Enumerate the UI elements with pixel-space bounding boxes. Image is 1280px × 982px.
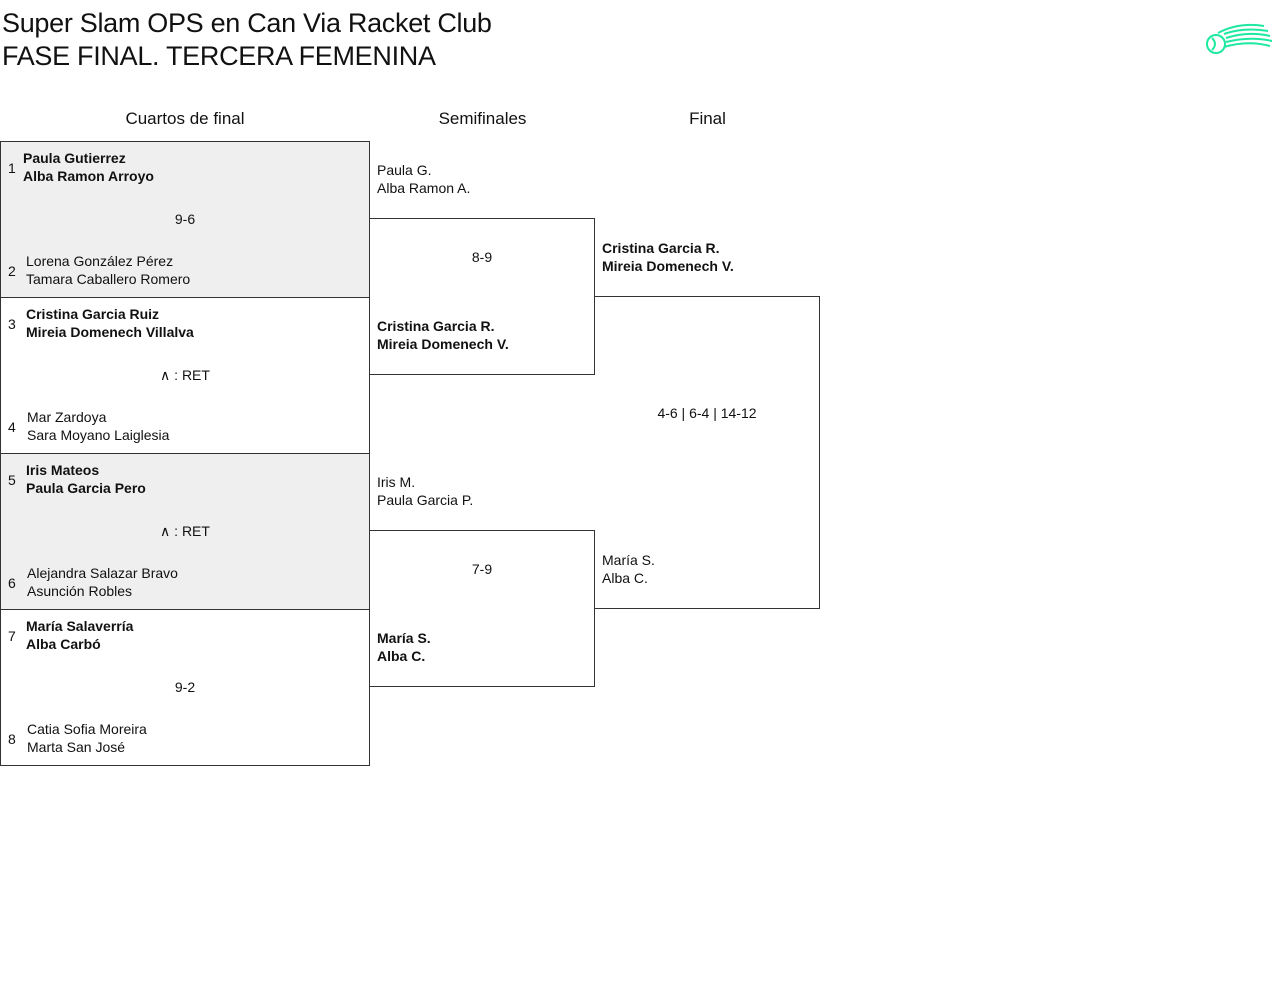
player: Catia Sofia Moreira	[27, 721, 147, 737]
player: Marta San José	[27, 739, 126, 755]
match-score: 8-9	[471, 249, 493, 265]
player: María S.	[602, 552, 655, 568]
seed: 5	[8, 472, 16, 488]
seed: 4	[8, 419, 16, 435]
player: Paula Garcia P.	[377, 492, 474, 508]
player: Mireia Domenech V.	[377, 336, 509, 352]
page-subtitle: FASE FINAL. TERCERA FEMENINA	[2, 41, 436, 71]
player: Alba C.	[602, 570, 648, 586]
seed: 3	[8, 316, 16, 332]
sf-2-team-winner: María S. Alba C.	[377, 629, 431, 665]
player: Iris M.	[377, 474, 416, 490]
player: Cristina Garcia R.	[377, 318, 495, 334]
match-score: 7-9	[471, 561, 493, 577]
player: Tamara Caballero Romero	[26, 271, 191, 287]
seed: 7	[8, 628, 16, 644]
player: Alba Carbó	[26, 636, 101, 652]
page-title: Super Slam OPS en Can Via Racket Club	[2, 8, 492, 38]
round-header-quarterfinals: Cuartos de final	[125, 109, 245, 128]
player: Asunción Robles	[27, 583, 133, 599]
seed: 8	[8, 731, 16, 747]
player: María S.	[377, 630, 431, 646]
seed: 2	[8, 263, 16, 279]
player: Cristina Garcia R.	[602, 240, 720, 256]
player: Mireia Domenech Villalva	[26, 324, 194, 340]
player: Mireia Domenech V.	[602, 258, 734, 274]
player: Sara Moyano Laiglesia	[27, 427, 170, 443]
player: Paula G.	[377, 162, 432, 178]
match-score: 9-6	[174, 211, 196, 227]
player: Paula Gutierrez	[23, 150, 126, 166]
sf-match-2-connector	[370, 530, 595, 687]
seed: 1	[8, 160, 16, 176]
player: Iris Mateos	[26, 462, 100, 478]
sf-1-team-winner: Cristina Garcia R. Mireia Domenech V.	[377, 317, 509, 353]
player: Alba Ramon Arroyo	[23, 168, 154, 184]
sf-2-team-top: Iris M. Paula Garcia P.	[377, 473, 473, 509]
final-team-bottom: María S. Alba C.	[602, 551, 655, 587]
player: Alejandra Salazar Bravo	[27, 565, 178, 581]
player: Alba Ramon A.	[377, 180, 471, 196]
final-team-winner: Cristina Garcia R. Mireia Domenech V.	[602, 239, 734, 275]
sf-1-team-top: Paula G. Alba Ramon A.	[377, 161, 470, 197]
seed: 6	[8, 575, 16, 591]
final-match-connector	[595, 296, 820, 609]
player: Alba C.	[377, 648, 426, 664]
tennis-ball-speed-icon	[1204, 22, 1274, 65]
sf-match-1-connector	[370, 218, 595, 375]
player: Mar Zardoya	[27, 409, 107, 425]
match-score: ∧ : RET	[160, 523, 210, 539]
round-header-final: Final	[689, 109, 726, 128]
match-score: 9-2	[174, 679, 196, 695]
player: Lorena González Pérez	[26, 253, 174, 269]
player: Cristina Garcia Ruiz	[26, 306, 160, 322]
round-header-semifinals: Semifinales	[438, 109, 527, 128]
match-score: ∧ : RET	[160, 367, 210, 383]
final-score: 4-6 | 6-4 | 14-12	[657, 405, 757, 421]
player: Paula Garcia Pero	[26, 480, 146, 496]
player: María Salaverría	[26, 618, 134, 634]
